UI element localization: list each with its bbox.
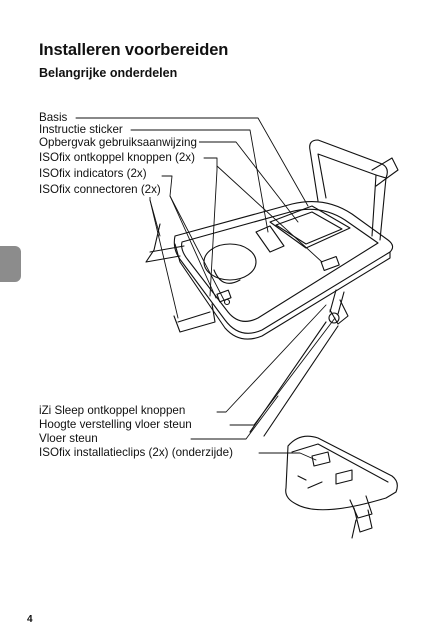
page-title: Installeren voorbereiden — [39, 41, 229, 59]
callout-izi-sleep-release: iZi Sleep ontkoppel knoppen — [39, 404, 188, 418]
callout-manual-storage: Opbergvak gebruiksaanwijzing — [39, 136, 199, 150]
callout-floor-support: Vloer steun — [39, 432, 100, 446]
callout-leaders-bottom — [190, 304, 336, 461]
callout-isofix-release-buttons: ISOfix ontkoppel knoppen (2x) — [39, 151, 197, 165]
callout-isofix-indicators: ISOfix indicators (2x) — [39, 167, 149, 181]
callout-isofix-clips: ISOfix installatieclips (2x) (onderzijde… — [39, 446, 235, 460]
callout-isofix-connectors: ISOfix connectoren (2x) — [39, 183, 163, 197]
detail-drawing — [285, 435, 398, 539]
base-drawing — [145, 139, 399, 437]
page-subtitle: Belangrijke onderdelen — [39, 66, 178, 80]
callout-basis: Basis — [39, 111, 70, 125]
callout-instruction-sticker: Instructie sticker — [39, 123, 125, 137]
callout-height-adjust: Hoogte verstelling vloer steun — [39, 418, 194, 432]
page-number: 4 — [27, 614, 33, 625]
chapter-tab — [0, 246, 21, 282]
